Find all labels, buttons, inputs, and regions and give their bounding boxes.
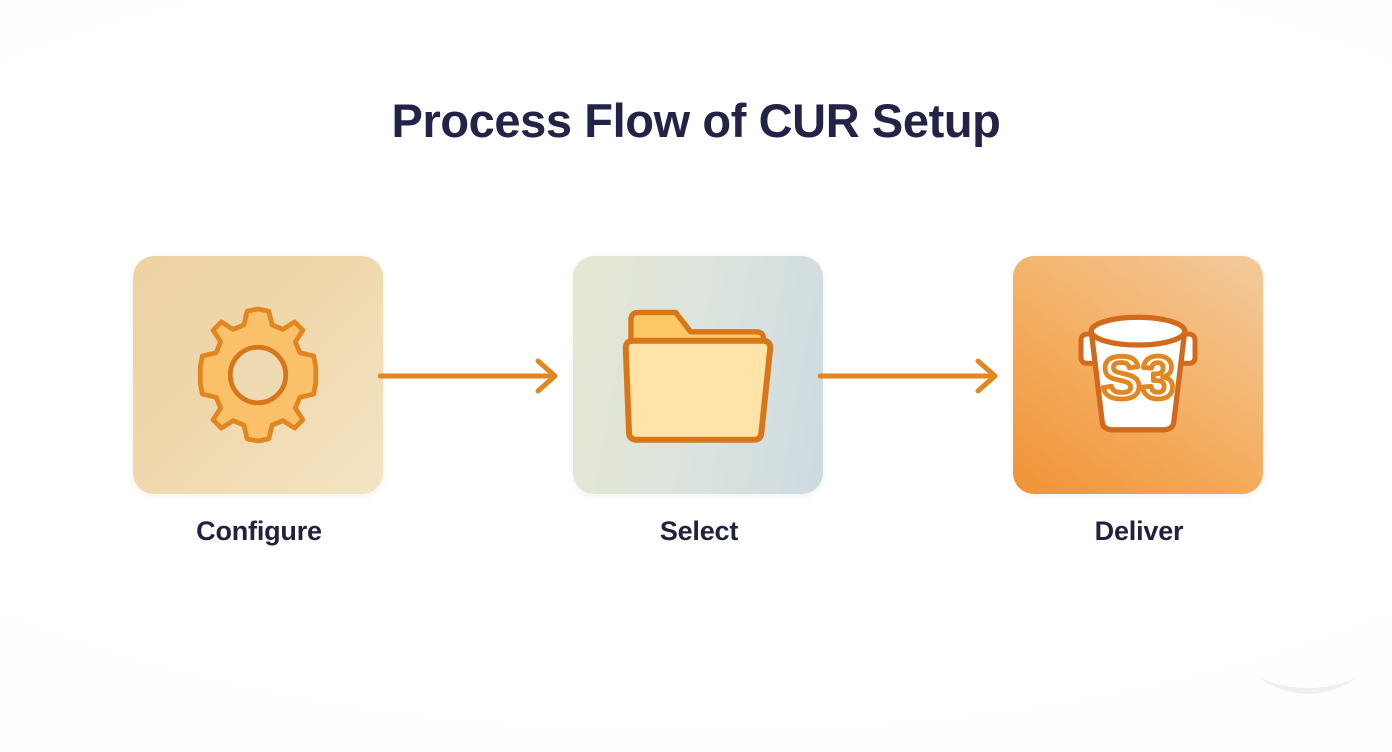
process-flow-row: Configure Select	[0, 256, 1392, 556]
arrow-select-to-deliver	[817, 356, 1008, 396]
gear-icon	[183, 300, 333, 450]
aws-smile-swoosh-watermark	[1248, 656, 1368, 716]
step-card-deliver[interactable]: S3	[1013, 256, 1263, 494]
s3-bucket-icon: S3	[1062, 299, 1214, 451]
folder-icon	[616, 302, 780, 448]
svg-text:S3: S3	[1101, 344, 1174, 411]
process-step-configure[interactable]: Configure	[133, 256, 385, 547]
arrow-configure-to-select	[377, 356, 568, 396]
step-card-configure[interactable]	[133, 256, 383, 494]
step-card-select[interactable]	[573, 256, 823, 494]
page-title: Process Flow of CUR Setup	[391, 94, 1001, 147]
step-label-deliver: Deliver	[1094, 516, 1184, 546]
step-label-configure: Configure	[196, 516, 322, 546]
process-step-select[interactable]: Select	[573, 256, 825, 547]
step-label-select: Select	[659, 516, 739, 546]
process-step-deliver[interactable]: S3 Deliver	[1013, 256, 1265, 547]
